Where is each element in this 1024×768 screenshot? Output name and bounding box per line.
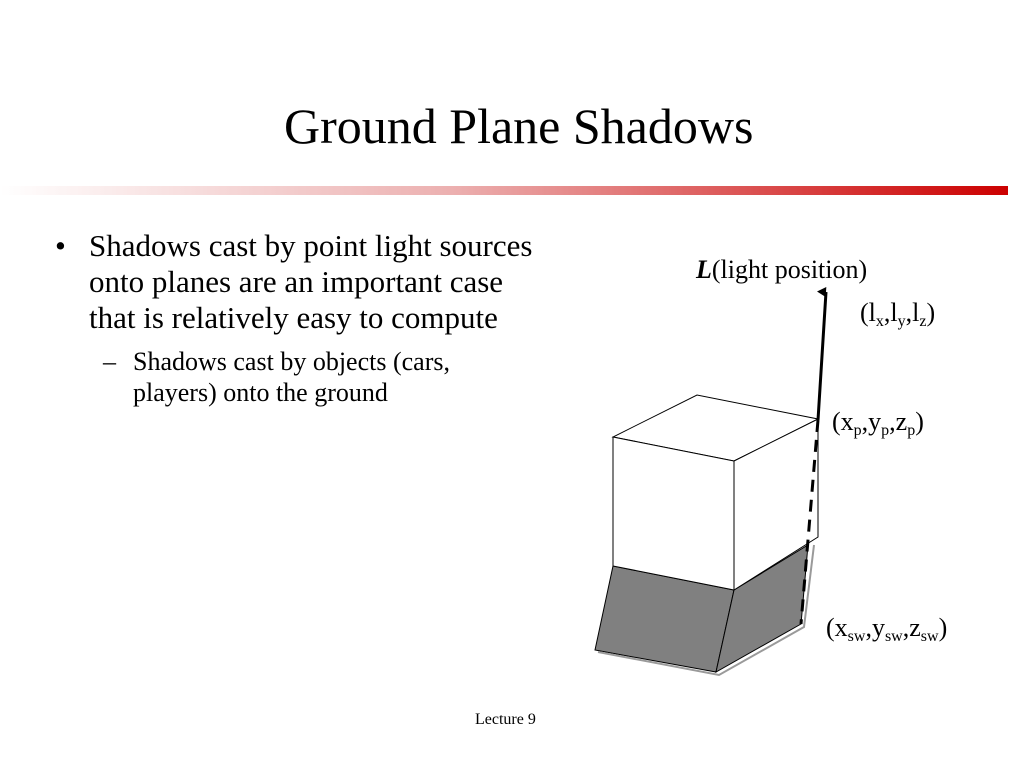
bullet-list: • Shadows cast by point light sources on… bbox=[50, 228, 550, 408]
coord-separator: , bbox=[865, 613, 872, 642]
coord-symbol: x bbox=[840, 407, 854, 436]
coord-paren: ) bbox=[938, 613, 948, 642]
coord-subscript: x bbox=[875, 313, 884, 330]
sub-bullet-item: – Shadows cast by objects (cars, players… bbox=[50, 346, 473, 408]
bullet-marker: • bbox=[55, 228, 66, 263]
cube-side-face bbox=[733, 418, 819, 591]
coord-paren: ) bbox=[926, 298, 936, 327]
sub-bullet-text: Shadows cast by objects (cars, players) … bbox=[133, 347, 450, 407]
coord-separator: , bbox=[905, 298, 913, 327]
coord-subscript: p bbox=[907, 422, 916, 439]
shadow-coordinate-label: (xsw,ysw,zsw) bbox=[826, 613, 948, 645]
shadow-edge-offset bbox=[597, 544, 815, 677]
coord-paren: ( bbox=[860, 298, 869, 327]
coord-symbol: x bbox=[834, 613, 848, 642]
light-symbol: L bbox=[696, 255, 712, 284]
coord-paren: ( bbox=[826, 613, 835, 642]
light-label-text: (light position) bbox=[711, 255, 868, 284]
coord-subscript: sw bbox=[920, 628, 939, 645]
projection-dashed-line bbox=[799, 419, 820, 625]
coord-symbol: y bbox=[868, 407, 882, 436]
coord-separator: , bbox=[883, 298, 891, 327]
coord-subscript: z bbox=[919, 313, 927, 330]
coord-separator: , bbox=[902, 613, 910, 642]
light-coordinate-label: (lx,ly,lz) bbox=[860, 298, 936, 330]
bullet-item: • Shadows cast by point light sources on… bbox=[50, 228, 550, 336]
title-rule bbox=[0, 186, 1008, 195]
coord-separator: , bbox=[861, 407, 869, 436]
coord-separator: , bbox=[889, 407, 896, 436]
light-position-label: L(light position) bbox=[696, 255, 867, 285]
coord-symbol: l bbox=[890, 298, 898, 327]
coord-symbol: l bbox=[868, 298, 876, 327]
cube-front-face bbox=[612, 436, 735, 591]
coord-subscript: p bbox=[881, 422, 890, 439]
coord-symbol: l bbox=[912, 298, 920, 327]
coord-subscript: p bbox=[853, 422, 862, 439]
point-coordinate-label: (xp,yp,zp) bbox=[832, 407, 924, 439]
coord-symbol: z bbox=[909, 613, 921, 642]
coord-subscript: y bbox=[897, 313, 906, 330]
coord-paren: ) bbox=[915, 407, 924, 436]
bullet-text: Shadows cast by point light sources onto… bbox=[89, 228, 533, 335]
coord-paren: ( bbox=[832, 407, 841, 436]
light-ray-arrow bbox=[816, 287, 828, 421]
slide-footer: Lecture 9 bbox=[475, 711, 536, 728]
coord-symbol: y bbox=[871, 613, 885, 642]
coord-subscript: sw bbox=[884, 628, 903, 645]
coord-subscript: sw bbox=[847, 628, 866, 645]
slide-title: Ground Plane Shadows bbox=[284, 98, 754, 154]
coord-symbol: z bbox=[895, 407, 908, 436]
sub-bullet-marker: – bbox=[103, 347, 116, 376]
